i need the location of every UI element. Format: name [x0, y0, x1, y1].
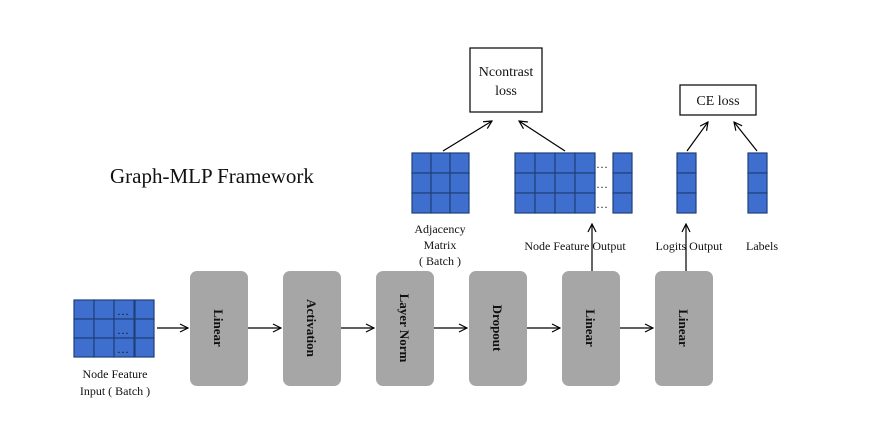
input-ellipsis: … … …: [117, 304, 129, 356]
adjacency-label-line2: Matrix: [424, 238, 457, 252]
svg-text:Ncontrast: Ncontrast: [479, 65, 534, 80]
svg-text:Linear: Linear: [211, 309, 226, 347]
arrow-logits-to-ce-loss: [686, 122, 708, 152]
svg-text:…: …: [596, 177, 608, 191]
input-label-line1: Node Feature: [83, 367, 148, 381]
svg-text:Activation: Activation: [304, 299, 319, 358]
svg-text:…: …: [117, 323, 129, 337]
input-feature-column: [134, 299, 155, 358]
input-feature-matrix: [73, 299, 135, 358]
node-feature-output-column: [612, 152, 633, 214]
svg-text:…: …: [596, 197, 608, 211]
block-linear-3: Linear: [655, 271, 713, 386]
logits-output-column: [676, 152, 697, 214]
diagram-title: Graph-MLP Framework: [110, 164, 314, 188]
svg-text:CE loss: CE loss: [696, 94, 739, 109]
svg-text:Layer Norm: Layer Norm: [397, 294, 412, 363]
block-layer-norm: Layer Norm: [376, 271, 434, 386]
adjacency-label-line1: Adjacency: [414, 222, 465, 236]
adjacency-matrix: [411, 152, 470, 214]
ce-loss-box: CE loss: [679, 84, 757, 116]
block-linear-2: Linear: [562, 271, 620, 386]
block-linear-1: Linear: [190, 271, 248, 386]
adjacency-label-line3: ( Batch ): [419, 254, 461, 268]
labels-column: [747, 152, 768, 214]
arrow-labels-to-ce-loss: [734, 122, 758, 152]
node-output-ellipsis: … … …: [596, 157, 608, 211]
block-activation: Activation: [283, 271, 341, 386]
input-label-line2: Input ( Batch ): [80, 384, 150, 398]
node-feature-output-label: Node Feature Output: [524, 239, 626, 253]
svg-text:loss: loss: [495, 84, 517, 99]
arrow-node-output-to-ncontrast: [519, 121, 566, 152]
arrow-adjacency-to-ncontrast: [442, 121, 492, 152]
svg-text:…: …: [117, 342, 129, 356]
node-feature-output-matrix: [514, 152, 596, 214]
svg-text:Linear: Linear: [583, 309, 598, 347]
block-dropout: Dropout: [469, 271, 527, 386]
svg-text:Dropout: Dropout: [490, 305, 505, 352]
svg-text:Linear: Linear: [676, 309, 691, 347]
ncontrast-loss-box: Ncontrast loss: [469, 47, 543, 113]
svg-text:…: …: [117, 304, 129, 318]
svg-text:…: …: [596, 157, 608, 171]
labels-label: Labels: [746, 239, 778, 253]
logits-output-label: Logits Output: [655, 239, 723, 253]
